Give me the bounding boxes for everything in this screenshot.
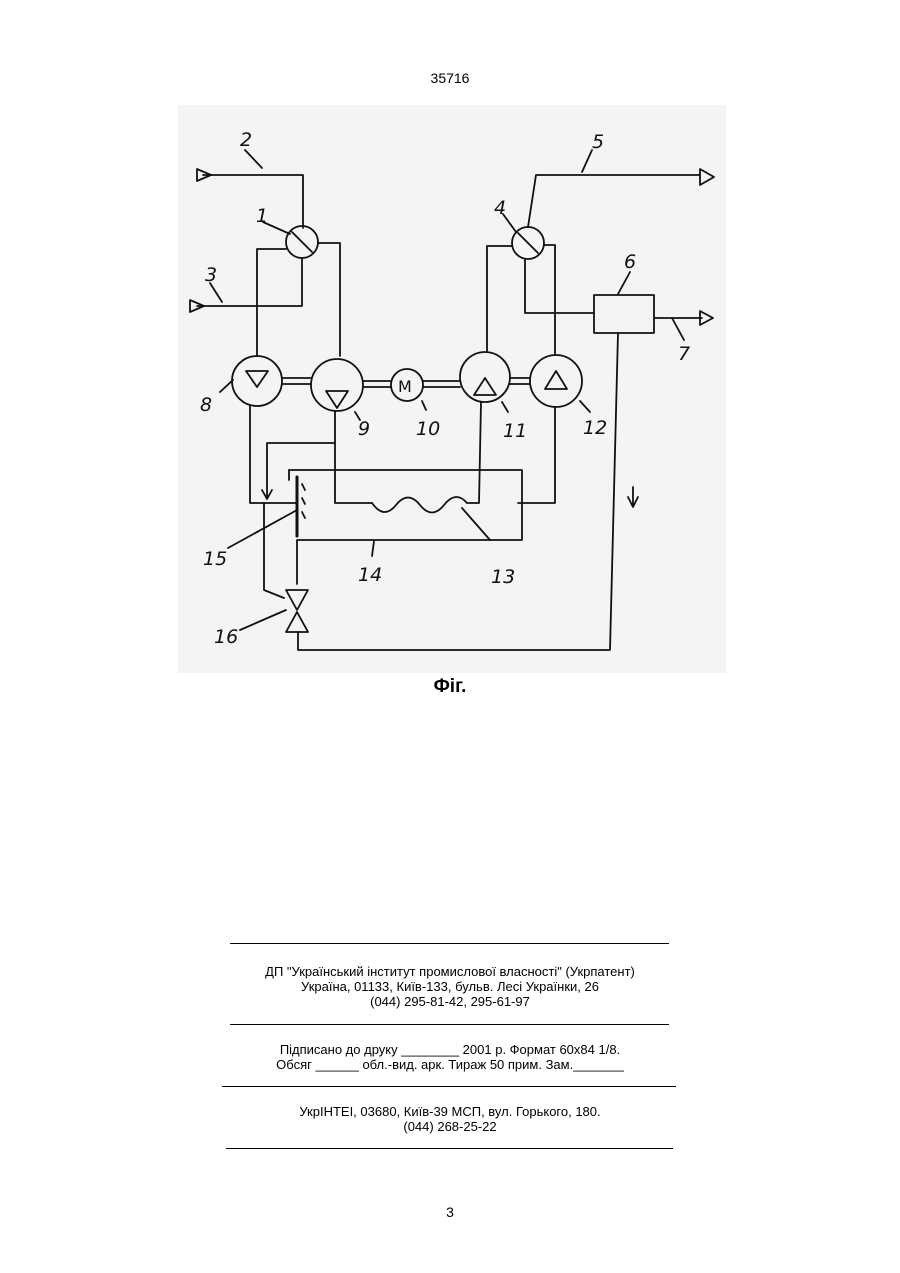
label-9: 9 [358,418,370,440]
divider-3 [222,1086,676,1087]
figure-background [178,105,726,673]
label-1: 1 [256,205,268,227]
schematic-drawing: 1 2 3 4 5 6 7 8 9 10 11 12 13 14 15 16 M [178,105,726,673]
publisher-block: ДП "Український інститут промислової вла… [0,964,900,1009]
printer-block: УкрІНТЕІ, 03680, Київ-39 МСП, вул. Горьк… [0,1104,900,1134]
patent-number: 35716 [0,70,900,86]
print-info-block: Підписано до друку ________ 2001 р. Форм… [0,1042,900,1072]
label-15: 15 [203,548,227,570]
motor-label: M [398,377,412,396]
label-10: 10 [416,418,440,440]
label-11: 11 [503,420,527,442]
divider-4 [226,1148,673,1149]
label-13: 13 [491,566,515,588]
printer-address: УкрІНТЕІ, 03680, Київ-39 МСП, вул. Горьк… [0,1104,900,1119]
print-info-line-2: Обсяг ______ обл.-вид. арк. Тираж 50 при… [0,1057,900,1072]
label-8: 8 [200,394,212,416]
printer-phone: (044) 268-25-22 [0,1119,900,1134]
publisher-phone: (044) 295-81-42, 295-61-97 [0,994,900,1009]
divider-2 [230,1024,669,1025]
print-info-line-1: Підписано до друку ________ 2001 р. Форм… [0,1042,900,1057]
label-14: 14 [358,564,382,586]
publisher-line: ДП "Український інститут промислової вла… [0,964,900,979]
label-5: 5 [592,131,604,153]
schematic-figure: 1 2 3 4 5 6 7 8 9 10 11 12 13 14 15 16 M [178,105,726,673]
label-3: 3 [205,264,217,286]
divider-1 [230,943,669,944]
label-6: 6 [624,251,636,273]
figure-caption: Фіг. [0,676,900,698]
label-12: 12 [583,417,607,439]
page-number: 3 [0,1204,900,1220]
label-7: 7 [678,343,690,365]
label-4: 4 [494,197,506,219]
label-16: 16 [214,626,238,648]
label-2: 2 [240,129,252,151]
publisher-address: Україна, 01133, Київ-133, бульв. Лесі Ук… [0,979,900,994]
